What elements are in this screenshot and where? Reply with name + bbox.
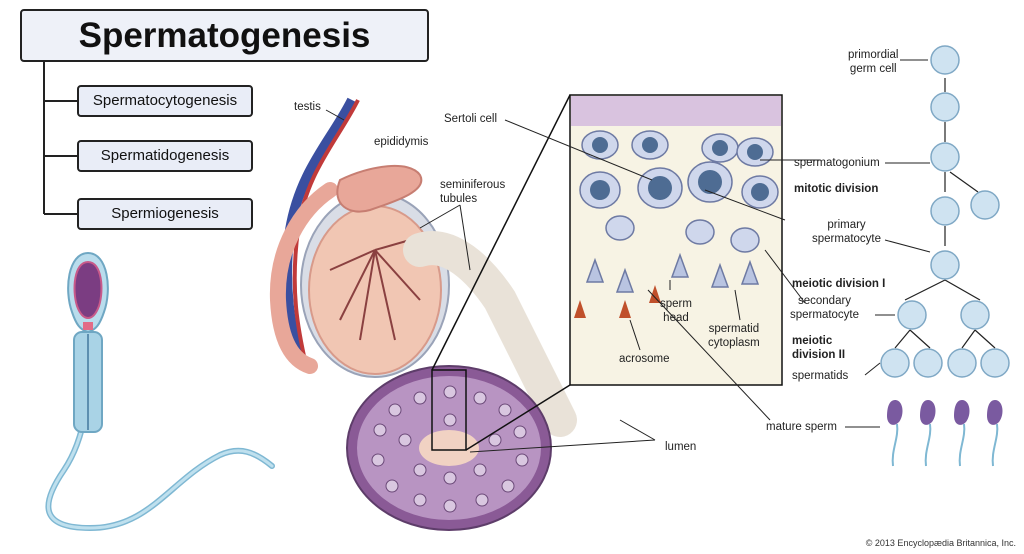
label-leader-lines <box>325 59 931 453</box>
label-mitotic-division: mitotic division <box>794 183 879 195</box>
label-mature-sperm: mature sperm <box>766 421 837 433</box>
magnified-tubule-wall <box>569 94 783 386</box>
label-testis: testis <box>294 101 321 113</box>
tubule-cross-section <box>346 94 571 531</box>
stage-box-spermatocytogenesis: Spermatocytogenesis <box>77 85 253 117</box>
cell-lineage <box>880 45 1010 467</box>
label-lumen: lumen <box>665 441 697 453</box>
label-spermatogonium: spermatogonium <box>794 157 880 169</box>
label-sperm-head: sperm head <box>660 298 692 324</box>
label-meiotic-division-2: meiotic division II <box>792 335 846 361</box>
label-acrosome: acrosome <box>619 353 670 365</box>
label-primordial-germ-cell: primordial germ cell <box>848 49 899 75</box>
label-spermatid-cytoplasm: spermatid cytoplasm <box>708 323 760 349</box>
label-secondary-spermatocyte: secondary spermatocyte <box>790 295 860 321</box>
stage-label: Spermiogenesis <box>111 205 219 222</box>
stage-tree-lines <box>43 62 77 215</box>
label-epididymis: epididymis <box>374 136 429 148</box>
title-box: Spermatogenesis <box>20 9 429 62</box>
stage-box-spermatidogenesis: Spermatidogenesis <box>77 140 253 172</box>
page-title: Spermatogenesis <box>78 16 371 55</box>
label-spermatids: spermatids <box>792 370 849 382</box>
label-seminiferous-tubules: seminiferous tubules <box>440 179 506 205</box>
stage-box-spermiogenesis: Spermiogenesis <box>77 198 253 230</box>
testis-illustration <box>269 97 577 437</box>
copyright-notice: © 2013 Encyclopædia Britannica, Inc. <box>865 538 1016 548</box>
label-primary-spermatocyte: primary spermatocyte <box>812 219 882 245</box>
sperm-cell-illustration <box>45 251 275 532</box>
stage-label: Spermatocytogenesis <box>92 92 238 109</box>
stage-label: Spermatidogenesis <box>100 147 230 164</box>
label-meiotic-division-1: meiotic division I <box>792 278 886 290</box>
label-sertoli-cell: Sertoli cell <box>444 113 498 125</box>
